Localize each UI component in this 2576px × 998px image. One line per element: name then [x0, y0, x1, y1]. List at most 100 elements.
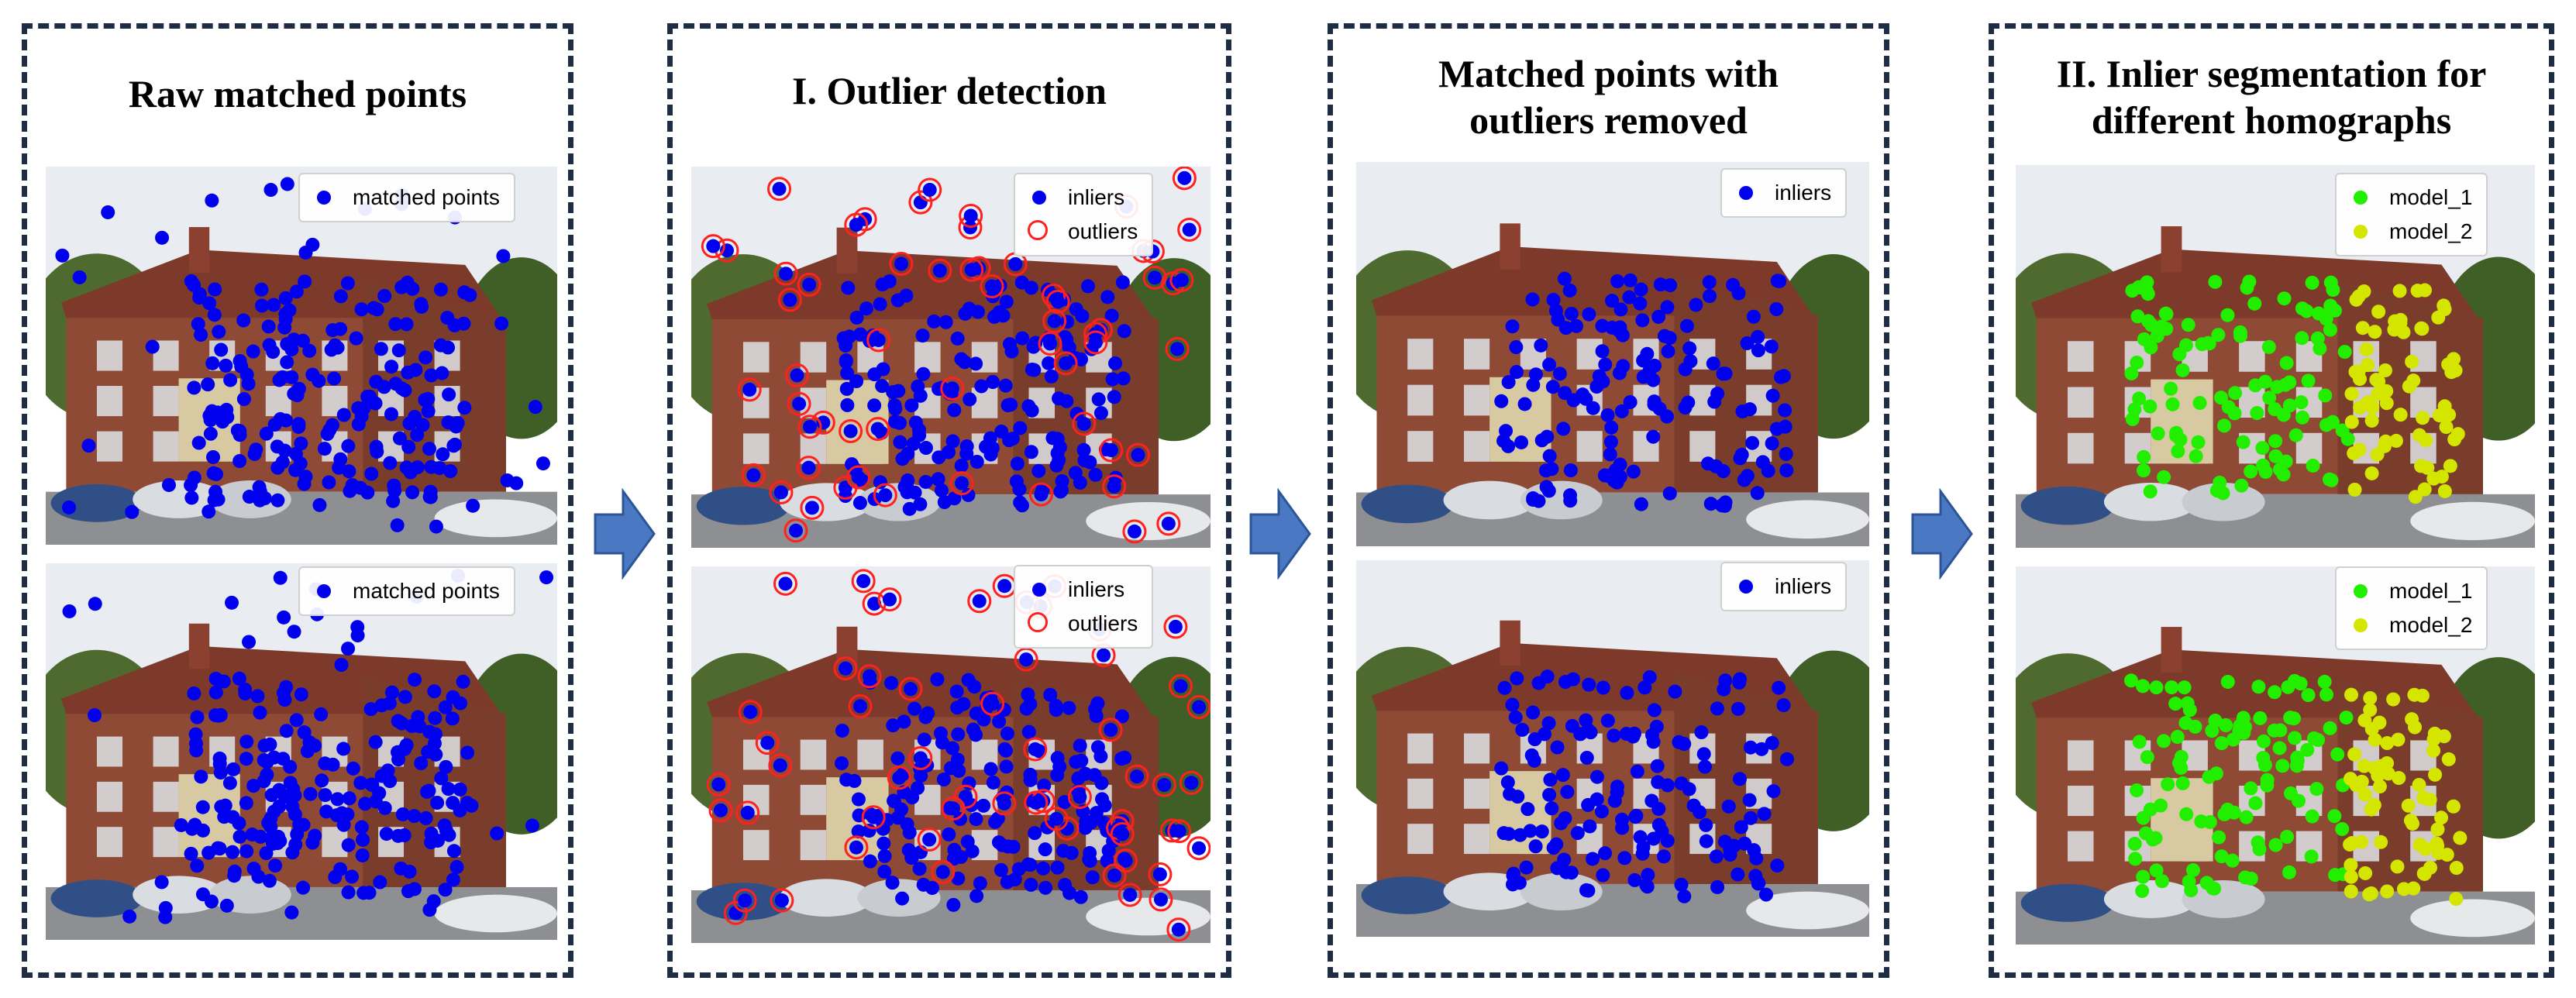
matched-point [277, 610, 291, 625]
matched-point [335, 806, 350, 821]
matched-point [1541, 716, 1556, 731]
matched-point [1050, 860, 1065, 875]
matched-point [1636, 370, 1651, 384]
matched-point [402, 416, 417, 431]
legend-item: inliers [1026, 573, 1138, 607]
matched-point [1726, 277, 1741, 292]
matched-point [1700, 456, 1715, 471]
matched-point [296, 880, 311, 895]
matched-point [1731, 701, 1745, 716]
matched-point [2295, 301, 2309, 316]
matched-point [961, 673, 976, 687]
matched-point [1717, 498, 1732, 513]
matched-point [383, 456, 398, 470]
matched-point [1011, 862, 1026, 876]
matched-point [2413, 459, 2428, 473]
matched-point [841, 280, 856, 295]
matched-point [242, 635, 257, 649]
matched-point [2327, 809, 2342, 824]
matched-point [955, 476, 969, 490]
matched-point [202, 296, 217, 311]
matched-point [539, 570, 554, 585]
matched-point [232, 454, 247, 469]
matched-point [1635, 313, 1650, 328]
matched-point [2359, 342, 2374, 356]
matched-point [213, 766, 228, 780]
matched-point [2130, 783, 2144, 797]
matched-point [2128, 852, 2143, 866]
matched-point [773, 485, 788, 500]
matched-point [2427, 726, 2442, 741]
matched-point [992, 714, 1007, 729]
matched-point [886, 718, 901, 733]
matched-point [1505, 319, 1520, 334]
matched-point [88, 708, 102, 723]
matched-point [2255, 441, 2270, 456]
points-overlay [62, 569, 554, 924]
legend-item: model_2 [2347, 608, 2472, 642]
matched-point [1702, 275, 1717, 290]
matched-point [954, 458, 969, 473]
outlier-marker [861, 805, 886, 830]
outlier-marker [773, 261, 798, 286]
matched-point [913, 388, 928, 403]
matched-point [273, 570, 288, 585]
matched-point [1751, 329, 1765, 344]
matched-point [1114, 709, 1129, 724]
legend-item: matched points [311, 181, 500, 215]
matched-point [2439, 420, 2454, 435]
matched-point [856, 573, 871, 588]
matched-point [969, 728, 983, 742]
matched-point [1589, 792, 1604, 807]
matched-point [2369, 373, 2384, 387]
panel-title: II. Inlier segmentation for different ho… [1994, 50, 2549, 143]
matched-point [840, 366, 855, 380]
matched-point [1053, 484, 1068, 499]
matched-point [1117, 324, 1131, 339]
outlier-marker [889, 252, 914, 277]
matched-point [215, 415, 230, 429]
matched-point [1646, 429, 1661, 444]
matched-point [2300, 742, 2315, 757]
matched-point [969, 356, 983, 371]
matched-point [2295, 331, 2309, 346]
matched-point [2164, 680, 2179, 695]
matched-point [2440, 848, 2454, 862]
matched-point [1586, 401, 1600, 415]
matched-point [394, 381, 409, 396]
matched-point [2355, 321, 2370, 336]
matched-point [433, 282, 448, 297]
matched-point [525, 818, 539, 833]
matched-point [161, 477, 176, 492]
matched-point [2220, 308, 2235, 322]
matched-point [1107, 390, 1121, 404]
matched-point [457, 401, 472, 415]
matched-point [983, 762, 998, 776]
matched-point [849, 840, 863, 855]
matched-point [1497, 680, 1512, 695]
matched-point [272, 783, 287, 797]
matched-point [418, 810, 433, 825]
matched-point [312, 497, 327, 512]
matched-point [2211, 328, 2226, 342]
legend-item: inliers [1026, 181, 1138, 215]
matched-point [1589, 769, 1604, 784]
matched-point [206, 449, 221, 464]
matched-point [2202, 769, 2216, 784]
matched-point [1582, 307, 1596, 322]
matched-point [230, 423, 245, 438]
matched-point [1766, 784, 1781, 799]
matched-point [1073, 790, 1087, 804]
matched-point [1598, 357, 1613, 372]
matched-point [2239, 810, 2254, 824]
matched-point [384, 685, 399, 700]
matched-point [936, 773, 951, 787]
matched-point [2268, 434, 2283, 449]
matched-point [870, 422, 885, 436]
matched-point [969, 812, 983, 827]
legend-dot-icon [1739, 186, 1753, 200]
matched-point [2248, 378, 2263, 393]
matched-point [201, 504, 216, 519]
matched-point [1071, 771, 1086, 786]
matched-point [2234, 478, 2249, 493]
